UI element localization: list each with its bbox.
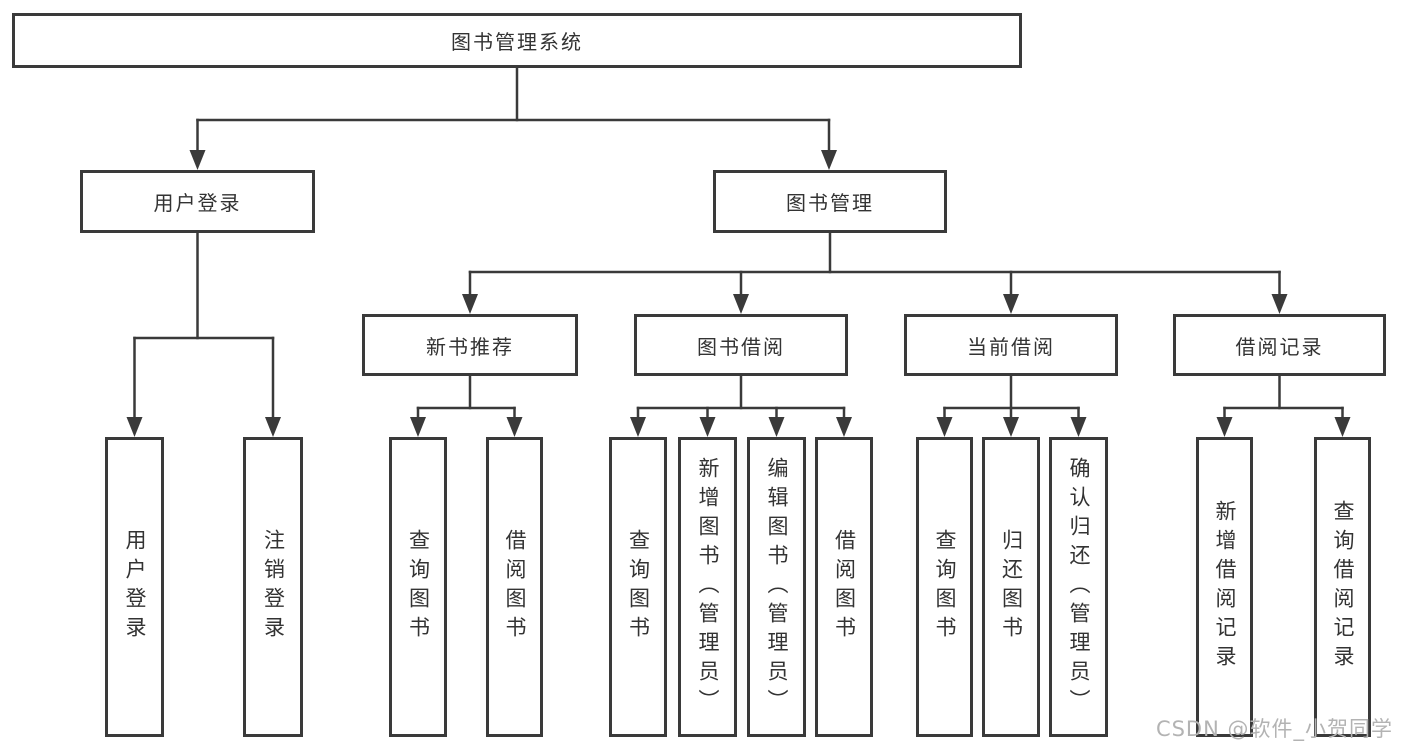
leaf-borrow-edit-books-admin: 编辑图书（管理员） — [747, 437, 806, 737]
connector-book-management-groups — [462, 231, 1288, 314]
leaf-current-query-books: 查询图书 — [916, 437, 973, 737]
node-book-borrowing: 图书借阅 — [634, 314, 848, 376]
leaf-recommend-borrow-books: 借阅图书 — [486, 437, 543, 737]
node-book-management: 图书管理 — [713, 170, 947, 233]
leaf-current-return-books: 归还图书 — [982, 437, 1040, 737]
leaf-borrow-borrow-books: 借阅图书 — [815, 437, 873, 737]
connector-book-borrowing-children — [630, 374, 852, 437]
leaf-user-login: 用户登录 — [105, 437, 164, 737]
leaf-borrow-query-books: 查询图书 — [609, 437, 667, 737]
leaf-borrow-add-books-admin: 新增图书（管理员） — [678, 437, 737, 737]
leaf-current-confirm-return-admin: 确认归还（管理员） — [1049, 437, 1108, 737]
connector-new-book-recommend-children — [410, 374, 523, 437]
leaf-records-query-record: 查询借阅记录 — [1314, 437, 1371, 737]
csdn-watermark: CSDN @软件_小贺同学 — [1155, 717, 1393, 741]
connector-current-borrowing-children — [936, 374, 1087, 437]
node-new-book-recommend: 新书推荐 — [362, 314, 578, 376]
connector-borrowing-records-children — [1216, 374, 1351, 437]
node-current-borrowing: 当前借阅 — [904, 314, 1118, 376]
connector-root-branches — [189, 66, 837, 170]
node-user-login: 用户登录 — [80, 170, 315, 233]
leaf-recommend-query-books: 查询图书 — [389, 437, 447, 737]
node-system-root: 图书管理系统 — [12, 13, 1022, 68]
leaf-records-add-record: 新增借阅记录 — [1196, 437, 1253, 737]
leaf-logout: 注销登录 — [243, 437, 303, 737]
connector-user-login-children — [126, 231, 281, 437]
node-borrowing-records: 借阅记录 — [1173, 314, 1386, 376]
